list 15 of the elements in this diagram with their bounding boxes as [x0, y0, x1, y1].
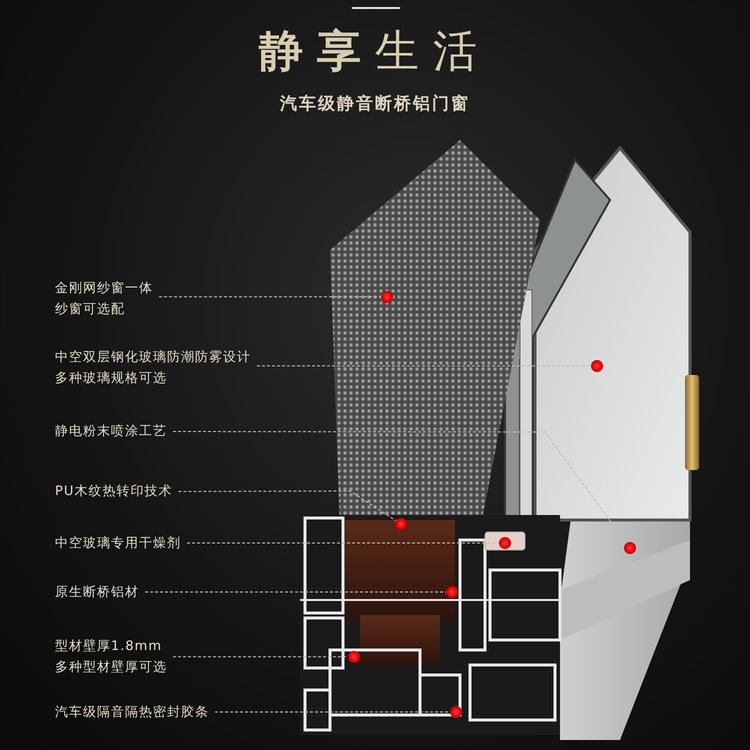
leader-line [186, 542, 500, 544]
callout-text: 中空双层钢化玻璃防潮防雾设计多种玻璃规格可选 [55, 347, 256, 389]
leader-line [158, 296, 382, 298]
leader-line [256, 365, 592, 366]
leader-line [178, 490, 396, 522]
callout-text: 汽车级隔音隔热密封胶条 [55, 702, 295, 723]
title: 静享生活 [258, 25, 492, 79]
callout-text: 静电粉末喷涂工艺 [55, 421, 255, 442]
subtitle: 汽车级静音断桥铝门窗 [279, 93, 471, 115]
callout-text: 型材壁厚1.8mm多种型材壁厚可选 [55, 636, 169, 678]
callout-text: 金刚网纱窗一体纱窗可选配 [55, 278, 158, 320]
leader-line [172, 656, 348, 658]
callout-text: 原生断桥铝材 [55, 582, 255, 603]
callout-text: 中空玻璃专用干燥剂 [55, 533, 255, 554]
callout-text: PU木纹热转印技术 [55, 481, 255, 502]
